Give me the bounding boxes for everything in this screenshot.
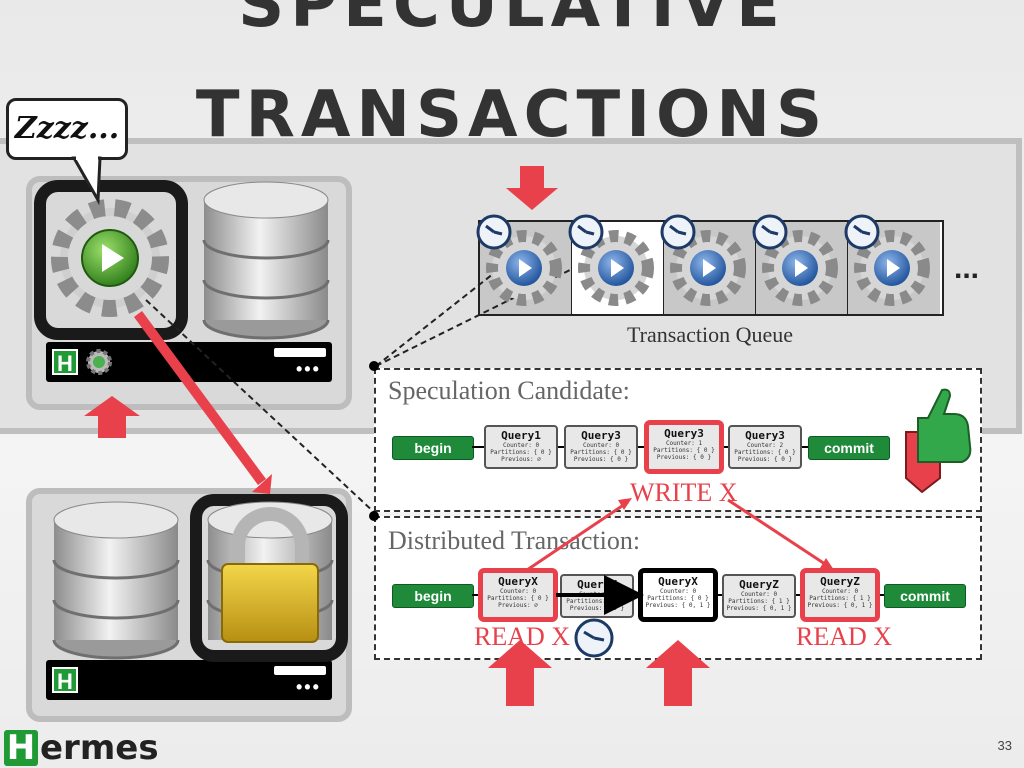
small-gear-icon	[86, 349, 112, 375]
spec-commit-node: commit	[808, 436, 890, 460]
queue-gear-icon	[486, 230, 930, 306]
write-x-label: WRITE X	[630, 478, 738, 507]
hermes-logo-mark: H	[4, 730, 38, 766]
spec-query-box: Query3 Counter: 2 Partitions: { 0 } Prev…	[728, 425, 802, 469]
page-number: 33	[997, 738, 1012, 753]
database-icon	[202, 181, 330, 340]
spec-query-box-highlight: Query3 Counter: 1 Partitions: { 0 } Prev…	[644, 420, 724, 474]
spec-begin-node: begin	[392, 436, 474, 460]
drive-slot	[274, 348, 326, 357]
distributed-transaction-label: Distributed Transaction:	[388, 526, 641, 555]
red-arrowhead-icon	[820, 558, 834, 570]
drive-slot	[274, 666, 326, 675]
red-arrow-icon	[523, 500, 629, 574]
database-icon	[52, 501, 180, 660]
locked-database-icon	[190, 494, 348, 662]
gear-play-icon	[34, 180, 188, 340]
red-arrow-icon	[727, 498, 829, 568]
queue-slot	[572, 222, 664, 314]
dist-query-box-active: QueryX Counter: 0 Partitions: { 0 } Prev…	[638, 568, 718, 622]
speculation-candidate-label: Speculation Candidate:	[388, 376, 630, 405]
red-arrowhead-icon	[252, 474, 272, 494]
red-arrowhead-icon	[618, 498, 632, 510]
connector-dot	[369, 511, 379, 521]
status-dots: •••	[296, 359, 321, 379]
speech-bubble: Zzzz...	[6, 98, 128, 160]
spec-query-box: Query1 Counter: 0 Partitions: { 0 } Prev…	[484, 425, 558, 469]
hermes-logo-text: ermes	[40, 728, 159, 768]
clock-icon	[476, 214, 880, 658]
hermes-badge: H	[52, 667, 78, 694]
red-arrow-icon	[84, 166, 710, 706]
dist-commit-node: commit	[884, 584, 966, 608]
status-dots: •••	[296, 677, 321, 697]
queue-more: ...	[954, 252, 980, 285]
dist-query-box: QueryZ Counter: 0 Partitions: { 1 } Prev…	[722, 574, 796, 618]
hermes-badge: H	[52, 349, 78, 376]
read-x-right-label: READ X	[796, 622, 893, 651]
red-arrow-icon	[133, 311, 267, 485]
thumbs-up-down-icon	[905, 388, 972, 494]
queue-label: Transaction Queue	[627, 322, 793, 347]
dist-query-box-highlight: QueryX Counter: 0 Partitions: { 0 } Prev…	[478, 568, 558, 622]
slide-title-line1: SPECULATIVE	[238, 0, 786, 42]
connector-dot	[369, 361, 379, 371]
dist-query-box-highlight: QueryZ Counter: 0 Partitions: { 1 } Prev…	[800, 568, 880, 622]
dist-begin-node: begin	[392, 584, 474, 608]
server-bar-bottom: H •••	[46, 660, 332, 700]
flow-line	[472, 446, 884, 596]
spec-query-box: Query3 Counter: 0 Partitions: { 0 } Prev…	[564, 425, 638, 469]
